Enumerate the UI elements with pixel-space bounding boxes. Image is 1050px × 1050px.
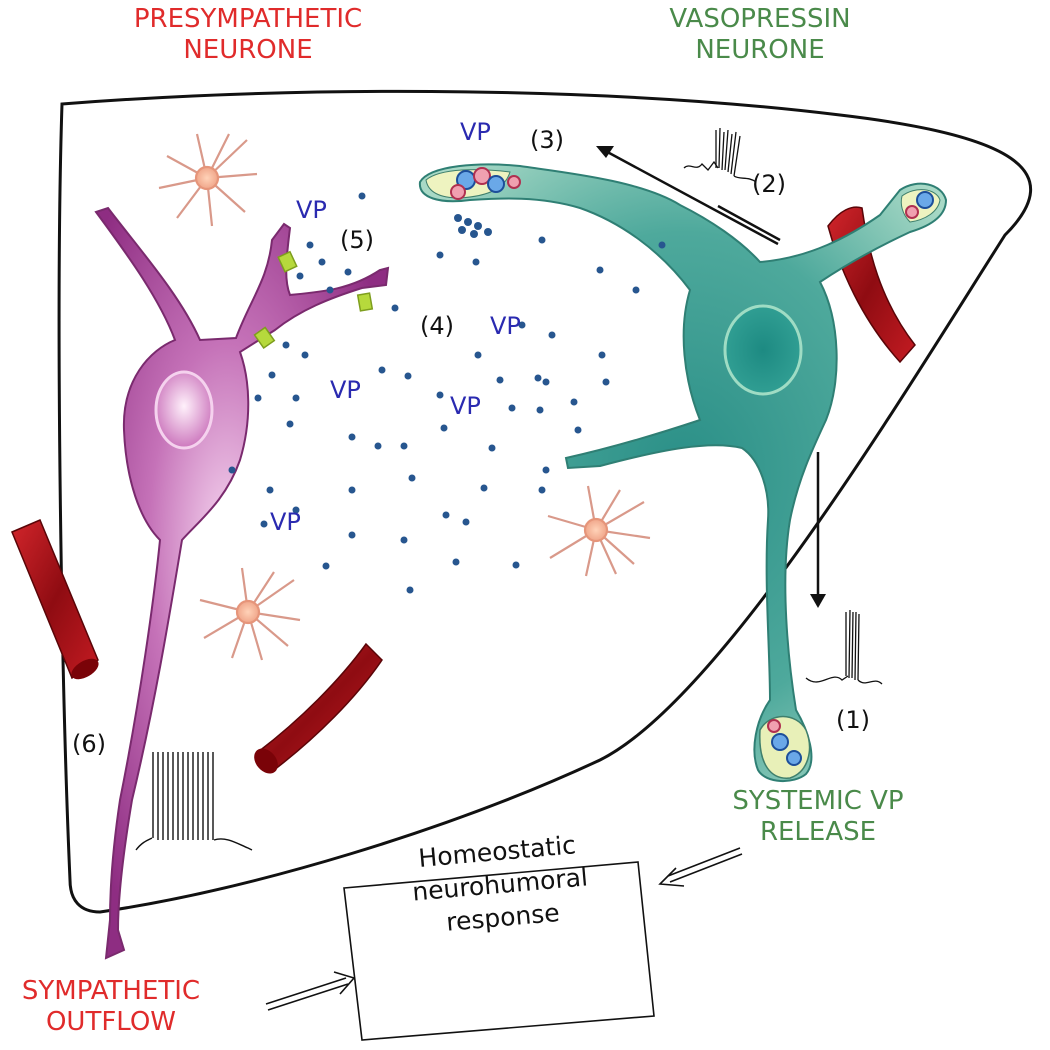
vp-dots xyxy=(228,192,666,594)
vasopressin-label: VASOPRESSIN NEURONE xyxy=(638,4,882,66)
receptors xyxy=(253,250,374,350)
arrow-to-box-right xyxy=(658,847,743,887)
vp-label: VP xyxy=(460,118,491,146)
step-1-label: (1) xyxy=(836,706,870,734)
vp-label: VP xyxy=(490,312,521,340)
arrow-down xyxy=(810,452,826,608)
step-5-label: (5) xyxy=(340,226,374,254)
systemic-release-label: SYSTEMIC VP RELEASE xyxy=(700,786,936,848)
brain-region-outline xyxy=(57,89,1033,914)
vp-label: VP xyxy=(330,376,361,404)
spike-trace-1 xyxy=(805,609,883,685)
presympathetic-label: PRESYMPATHETIC NEURONE xyxy=(126,4,370,66)
systemic-release-line1: SYSTEMIC VP xyxy=(732,786,904,816)
presympathetic-neurone xyxy=(94,206,390,960)
vp-label: VP xyxy=(270,508,301,536)
vesicles xyxy=(450,167,934,766)
step-4-label: (4) xyxy=(420,312,454,340)
spike-trace-6 xyxy=(135,752,253,851)
vp-label: VP xyxy=(296,196,327,224)
spike-trace-2 xyxy=(683,127,781,242)
arrow-to-box-left xyxy=(265,971,356,1011)
presympathetic-label-line1: PRESYMPATHETIC xyxy=(133,4,363,34)
blood-vessel-left xyxy=(11,519,99,680)
astrocyte-bottom-right xyxy=(547,485,651,577)
vp-label: VP xyxy=(450,392,481,420)
arrow-retrograde xyxy=(596,146,779,246)
astrocyte-bottom-left xyxy=(199,567,301,661)
systemic-release-line2: RELEASE xyxy=(759,817,877,848)
vasopressin-label-line1: VASOPRESSIN xyxy=(669,4,851,34)
step-2-label: (2) xyxy=(752,170,786,198)
presympathetic-label-line2: NEURONE xyxy=(183,35,313,66)
vasopressin-label-line2: NEURONE xyxy=(695,35,825,66)
step-6-label: (6) xyxy=(72,730,106,758)
sympathetic-outflow-line2: OUTFLOW xyxy=(45,1007,177,1038)
sympathetic-outflow-line1: SYMPATHETIC xyxy=(21,976,201,1006)
step-3-label: (3) xyxy=(530,126,564,154)
sympathetic-outflow-label: SYMPATHETIC OUTFLOW xyxy=(0,976,226,1038)
astrocyte-top xyxy=(158,133,258,227)
blood-vessel-bottom xyxy=(254,642,383,774)
response-box xyxy=(343,861,655,1041)
